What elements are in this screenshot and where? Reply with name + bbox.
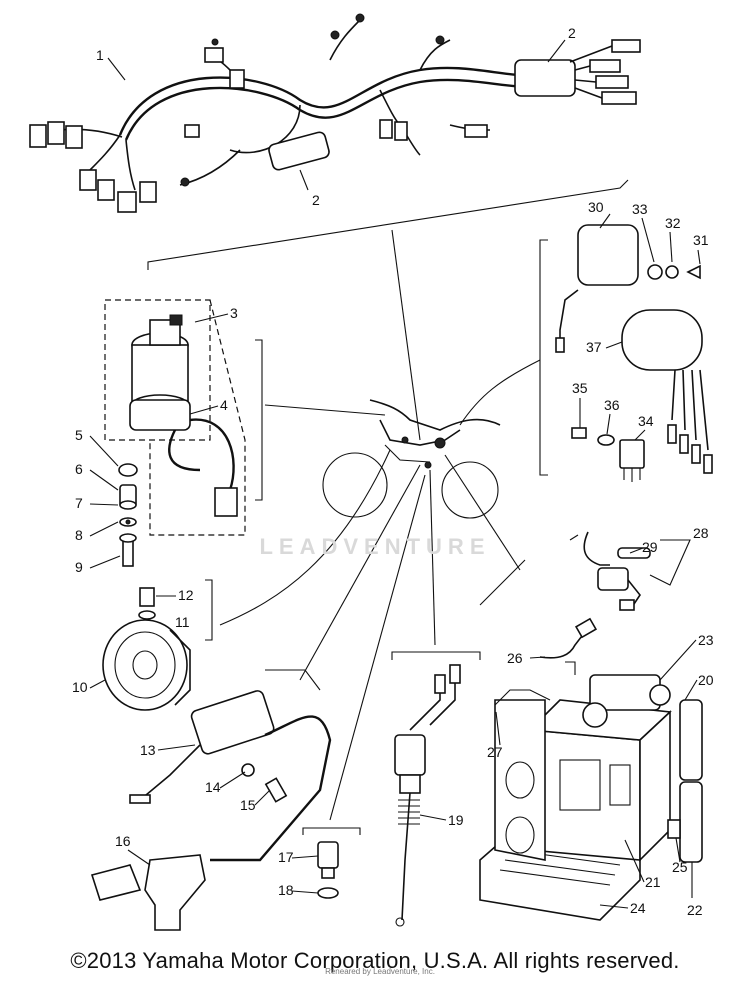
motorcycle-outline: [322, 399, 501, 519]
label-7: 7: [75, 495, 83, 511]
label-5: 5: [75, 427, 83, 443]
label-14: 14: [205, 779, 221, 795]
label-36: 36: [604, 397, 620, 413]
label-12: 12: [178, 587, 194, 603]
label-33: 33: [632, 201, 648, 217]
label-27: 27: [487, 744, 503, 760]
leader-lines: [219, 229, 541, 821]
label-30: 30: [588, 199, 604, 215]
label-3: 3: [230, 305, 238, 321]
battery-lead[interactable]: [539, 617, 598, 659]
label-20: 20: [698, 672, 714, 688]
label-25: 25: [672, 859, 688, 875]
label-13: 13: [140, 742, 156, 758]
label-8: 8: [75, 527, 83, 543]
label-23: 23: [698, 632, 714, 648]
label-6: 6: [75, 461, 83, 477]
label-19: 19: [448, 812, 464, 828]
label-leaders: [89, 39, 701, 909]
label-32: 32: [665, 215, 681, 231]
label-15: 15: [240, 797, 256, 813]
label-11: 11: [175, 614, 190, 630]
label-17: 17: [278, 849, 294, 865]
part-labels: 1 2 2 3 4 5 6 7 8 9 10 11 12 13 14 15 16…: [72, 25, 714, 918]
sub-watermark: Reneared by Leadventure, Inc.: [325, 967, 435, 976]
fuse-holder[interactable]: [479, 531, 691, 611]
label-31: 31: [693, 232, 709, 248]
label-1: 1: [96, 47, 104, 63]
label-22: 22: [687, 902, 703, 918]
regulator-rectifier-group[interactable]: [539, 224, 713, 482]
label-29: 29: [642, 539, 658, 555]
group-bracket: [147, 179, 629, 270]
wire-harness[interactable]: [29, 13, 553, 213]
harness-cover-tube[interactable]: [268, 39, 641, 171]
mounting-hardware[interactable]: [118, 463, 138, 567]
label-16: 16: [115, 833, 131, 849]
label-34: 34: [638, 413, 654, 429]
wiring-parts-diagram: 1 2 2 3 4 5 6 7 8 9 10 11 12 13 14 15 16…: [29, 13, 714, 931]
label-18: 18: [278, 882, 294, 898]
battery-assembly[interactable]: [479, 661, 703, 921]
label-9: 9: [75, 559, 83, 575]
copyright-notice: ©2013 Yamaha Motor Corporation, U.S.A. A…: [70, 948, 680, 973]
label-28: 28: [693, 525, 709, 541]
label-10: 10: [72, 679, 88, 695]
horn[interactable]: [102, 579, 213, 711]
label-2b: 2: [312, 192, 320, 208]
flasher-relay[interactable]: [129, 669, 332, 862]
label-24: 24: [630, 900, 646, 916]
label-2a: 2: [568, 25, 576, 41]
label-21: 21: [645, 874, 661, 890]
main-switch-assembly[interactable]: [104, 299, 263, 536]
label-37: 37: [586, 339, 602, 355]
stop-switch[interactable]: [391, 651, 481, 927]
neutral-switch[interactable]: [302, 827, 361, 899]
watermark: LEADVENTURE: [259, 534, 491, 559]
label-26: 26: [507, 650, 523, 666]
label-4: 4: [220, 397, 228, 413]
plug-cap[interactable]: [90, 854, 206, 931]
label-35: 35: [572, 380, 588, 396]
